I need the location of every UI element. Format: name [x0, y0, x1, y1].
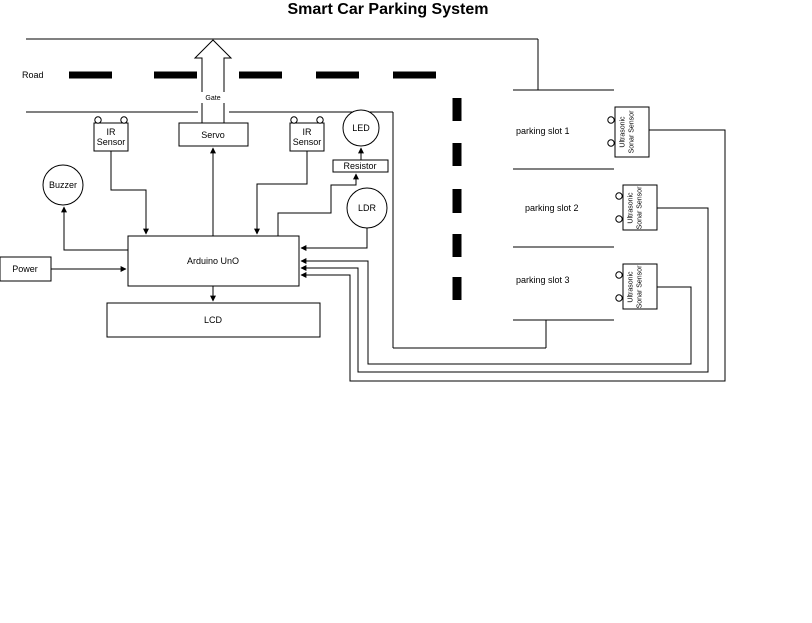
led-label: LED — [352, 123, 370, 133]
parking-slot-3-label: parking slot 3 — [516, 275, 570, 285]
ldr-label: LDR — [358, 203, 377, 213]
arduino-label: Arduino UnO — [187, 256, 239, 266]
servo-label: Servo — [201, 130, 225, 140]
parking-slot-2-label: parking slot 2 — [525, 203, 579, 213]
lcd-label: LCD — [204, 315, 223, 325]
slot-dividers — [513, 89, 614, 321]
road-label: Road — [22, 70, 44, 80]
buzzer-label: Buzzer — [49, 180, 77, 190]
lcd: LCD — [106, 302, 321, 338]
arduino-uno: Arduino UnO — [127, 235, 300, 287]
ldr: LDR — [346, 187, 388, 229]
gate-arrow: Gate — [193, 39, 233, 123]
connections — [51, 129, 726, 382]
road: Road — [22, 38, 547, 349]
servo: Servo — [178, 122, 249, 147]
gate-label: Gate — [205, 95, 220, 102]
led: LED — [342, 109, 380, 147]
resistor-label: Resistor — [343, 161, 376, 171]
power: Power — [0, 256, 52, 282]
resistor: Resistor — [332, 159, 389, 173]
buzzer: Buzzer — [42, 164, 84, 206]
power-label: Power — [12, 264, 38, 274]
diagram-title: Smart Car Parking System — [288, 1, 489, 18]
parking-slot-1-label: parking slot 1 — [516, 126, 570, 136]
